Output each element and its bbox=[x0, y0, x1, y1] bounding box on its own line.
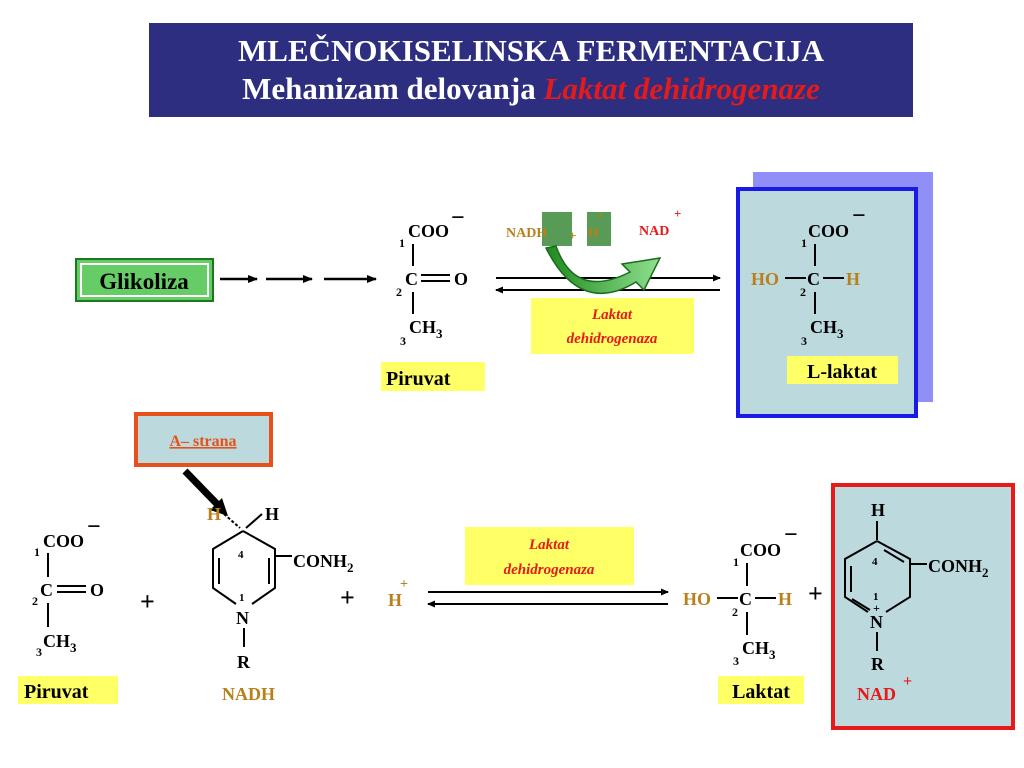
svg-text:COO: COO bbox=[808, 221, 849, 241]
laktat-label-box-top bbox=[787, 356, 898, 384]
title-line-2-enzyme: Laktat dehidrogenaze bbox=[543, 71, 820, 106]
hydroxyl-label: HO bbox=[751, 269, 779, 289]
carbon-number-2: 2 bbox=[396, 285, 402, 299]
cofactor-exchange-top: NADH + H + NAD + bbox=[506, 206, 681, 295]
nadh-hydrogen-a: H bbox=[207, 504, 221, 524]
nadh-hydrogen-b: H bbox=[265, 504, 279, 524]
svg-text:COO: COO bbox=[740, 540, 781, 560]
svg-text:CH3: CH3 bbox=[742, 638, 776, 662]
oxygen-label: O bbox=[454, 269, 468, 289]
svg-text:−: − bbox=[784, 522, 798, 548]
enzyme-line-1-bottom: Laktat bbox=[528, 537, 570, 553]
proton-label-top: H bbox=[588, 226, 599, 241]
svg-text:O: O bbox=[90, 580, 104, 600]
hydrogen-label: H bbox=[846, 269, 860, 289]
glikoliza-box: Glikoliza bbox=[75, 258, 214, 302]
svg-text:4: 4 bbox=[238, 549, 244, 561]
bottom-pyruvate-structure: 1 COO − 2 C O 3 CH3 bbox=[32, 514, 104, 659]
enzyme-box-bottom bbox=[465, 527, 634, 585]
plus-sign-2: + bbox=[340, 583, 355, 612]
top-lactate-structure: 1 COO − HO C H 2 3 CH3 bbox=[751, 203, 866, 348]
methyl-label: CH3 bbox=[409, 317, 443, 341]
nad-hydrogen: H bbox=[871, 500, 885, 520]
svg-text:4: 4 bbox=[872, 556, 878, 568]
plus-sign-3: + bbox=[808, 579, 823, 608]
plus-sign-top: + bbox=[569, 228, 576, 243]
laktat-label-top: L-laktat bbox=[807, 361, 877, 383]
title-line-1: MLEČNOKISELINSKA FERMENTACIJA bbox=[238, 33, 824, 68]
svg-text:3: 3 bbox=[801, 334, 807, 348]
nad-label-bottom: NAD bbox=[857, 684, 896, 704]
proton-charge-top: + bbox=[597, 208, 604, 222]
svg-text:CH3: CH3 bbox=[810, 317, 844, 341]
nadh-label-top: NADH bbox=[506, 226, 547, 241]
enzyme-line-2-bottom: dehidrogenaza bbox=[504, 562, 595, 578]
carbon-number-3: 3 bbox=[400, 334, 406, 348]
piruvat-label-box-top bbox=[381, 362, 485, 391]
svg-text:3: 3 bbox=[733, 654, 739, 668]
svg-text:CH3: CH3 bbox=[43, 631, 77, 655]
enzyme-line-1-top: Laktat bbox=[591, 307, 633, 323]
a-strana-box bbox=[134, 412, 273, 467]
nad-r-group: R bbox=[871, 654, 885, 674]
nad-nitrogen: N bbox=[870, 612, 883, 632]
nad-charge-bottom: + bbox=[903, 673, 912, 690]
negative-charge: − bbox=[451, 205, 465, 231]
svg-text:HO: HO bbox=[683, 589, 711, 609]
nad-label-top: NAD bbox=[639, 224, 669, 239]
carbon-label: C bbox=[405, 269, 418, 289]
laktat-label-box-bottom bbox=[718, 676, 804, 704]
glikoliza-label: Glikoliza bbox=[99, 269, 189, 294]
nadh-structure: H H 4 1 N R CONH2 bbox=[207, 504, 354, 672]
plus-sign-1: + bbox=[140, 587, 155, 616]
title-banner: MLEČNOKISELINSKA FERMENTACIJA Mehanizam … bbox=[149, 23, 913, 117]
svg-text:2: 2 bbox=[32, 594, 38, 608]
title-line-2: Mehanizam delovanja Laktat dehidrogenaze bbox=[149, 70, 913, 108]
enzyme-box-top bbox=[531, 298, 694, 354]
title-line-2-prefix: Mehanizam delovanja bbox=[242, 71, 544, 106]
svg-text:+: + bbox=[873, 601, 880, 615]
svg-text:1: 1 bbox=[873, 591, 879, 603]
svg-text:3: 3 bbox=[36, 645, 42, 659]
svg-text:C: C bbox=[739, 589, 752, 609]
enzyme-line-2-top: dehidrogenaza bbox=[567, 331, 658, 347]
svg-text:2: 2 bbox=[800, 285, 806, 299]
svg-text:−: − bbox=[87, 514, 101, 540]
svg-text:1: 1 bbox=[801, 236, 807, 250]
nadh-r-group: R bbox=[237, 652, 251, 672]
top-pyruvate-structure: 1 COO − 2 C O 3 CH3 bbox=[396, 205, 468, 348]
svg-text:1: 1 bbox=[239, 592, 245, 604]
nad-structure: H 4 1 + N R CONH2 bbox=[844, 500, 989, 674]
piruvat-label-top: Piruvat bbox=[386, 368, 451, 390]
svg-text:C: C bbox=[807, 269, 820, 289]
piruvat-label-bottom: Piruvat bbox=[24, 681, 89, 703]
curved-cofactor-arrow bbox=[544, 245, 662, 295]
nadh-label-bottom: NADH bbox=[222, 684, 275, 704]
svg-text:1: 1 bbox=[34, 545, 40, 559]
svg-text:1: 1 bbox=[733, 555, 739, 569]
svg-text:C: C bbox=[40, 580, 53, 600]
a-strana-pointer bbox=[182, 468, 221, 508]
proton-charge-bottom: + bbox=[400, 577, 408, 592]
svg-text:2: 2 bbox=[732, 605, 738, 619]
nad-amide: CONH2 bbox=[928, 556, 989, 580]
proton-label-bottom: H bbox=[388, 590, 402, 610]
nadh-amide: CONH2 bbox=[293, 551, 354, 575]
carboxylate-label: COO bbox=[408, 221, 449, 241]
svg-text:−: − bbox=[852, 203, 866, 229]
svg-text:H: H bbox=[778, 589, 792, 609]
svg-text:COO: COO bbox=[43, 531, 84, 551]
nad-charge-top: + bbox=[674, 206, 681, 221]
carbon-number-1: 1 bbox=[399, 236, 405, 250]
a-strana-label: A– strana bbox=[169, 433, 236, 450]
laktat-label-bottom: Laktat bbox=[732, 681, 790, 703]
piruvat-label-box-bottom bbox=[18, 676, 118, 704]
nadh-nitrogen: N bbox=[236, 608, 249, 628]
bottom-lactate-structure: 1 COO − HO C H 2 3 CH3 bbox=[683, 522, 798, 668]
